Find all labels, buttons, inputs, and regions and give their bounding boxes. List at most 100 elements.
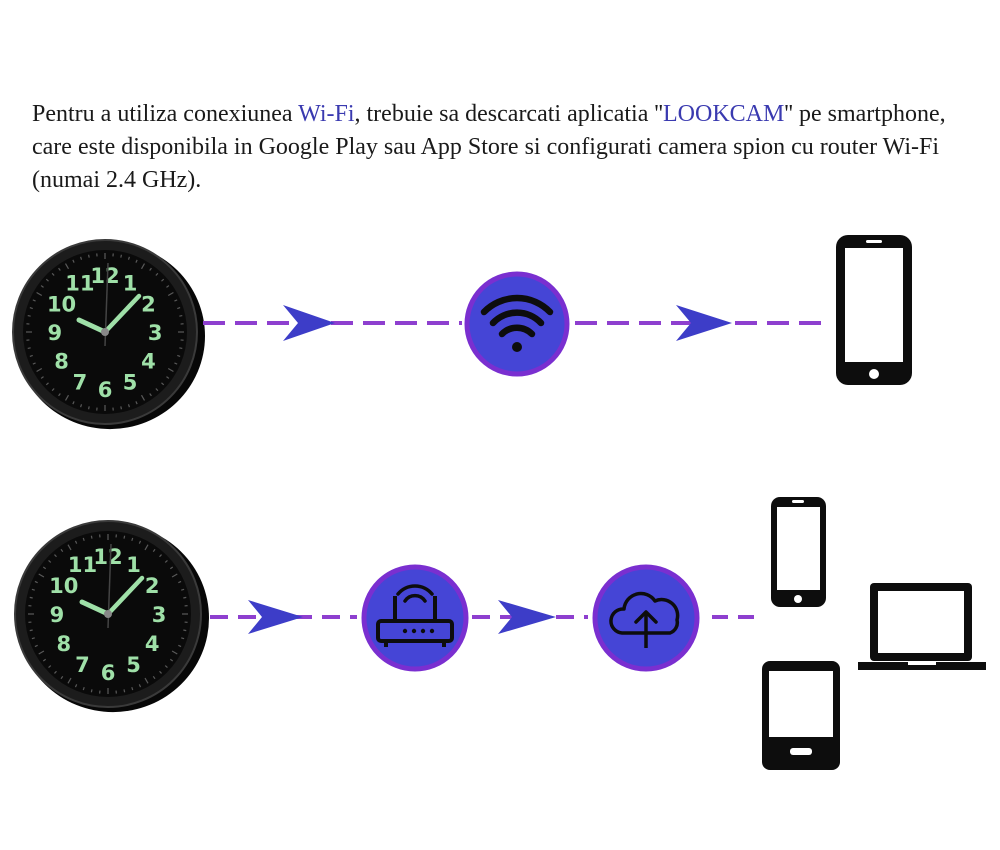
clock-numeral: 5 — [123, 370, 138, 394]
clock-tick — [60, 548, 64, 553]
clock-numeral: 10 — [47, 293, 76, 317]
cloud-upload-icon — [592, 564, 700, 672]
clock-tick — [138, 540, 142, 544]
clock-tick — [36, 291, 43, 297]
clock-numeral: 11 — [68, 553, 97, 577]
clock-tick — [34, 644, 38, 648]
clock-tick — [72, 401, 75, 405]
clock-tick — [45, 382, 49, 386]
clock-numeral: 8 — [56, 632, 71, 656]
clock-hour-hand — [79, 599, 111, 617]
clock-tick — [38, 573, 45, 578]
clock-tick — [159, 670, 162, 674]
clock-tick — [87, 254, 90, 258]
clock-tick — [177, 307, 181, 310]
dashed-arrow-3 — [210, 600, 357, 634]
clock-tick — [152, 548, 156, 553]
clock-numeral: 12 — [93, 545, 122, 569]
clock-tick — [40, 285, 44, 288]
intro-wifi-term: Wi-Fi — [298, 101, 355, 127]
clock-center-pin — [101, 328, 109, 336]
clock-tick — [123, 535, 126, 539]
clock-tick — [127, 404, 130, 408]
clock-tick — [174, 362, 178, 365]
clock-tick — [183, 596, 187, 599]
clock-numeral: 4 — [145, 632, 160, 656]
clock-numeral: 9 — [50, 603, 65, 627]
clock-tick — [169, 658, 174, 662]
clock-tick — [82, 687, 85, 691]
dashed-arrow-1 — [203, 305, 462, 341]
clock-tick — [178, 644, 182, 648]
clock-tick — [169, 566, 174, 570]
clock-numeral: 1 — [123, 272, 138, 296]
clock-numeral: 11 — [65, 272, 94, 296]
clock-tick — [155, 272, 159, 276]
clock-tick — [80, 404, 83, 408]
intro-text: Pentru a utiliza conexiunea Wi-Fi, trebu… — [32, 98, 972, 197]
clock-tick — [32, 362, 36, 365]
clock-tick — [58, 267, 61, 271]
clock-tick — [67, 677, 72, 684]
clock-tick — [74, 684, 78, 688]
clock-numeral: 6 — [101, 661, 116, 685]
clock-tick — [135, 401, 138, 405]
clock-tick — [34, 580, 38, 584]
clock-tick — [181, 637, 185, 640]
laptop-icon — [858, 583, 986, 670]
clock-tick — [87, 406, 90, 410]
clock-tick — [45, 278, 49, 282]
clock-tick — [90, 535, 93, 539]
clock-tick — [27, 314, 31, 317]
clock-tick — [135, 259, 138, 263]
clock-tick — [51, 388, 55, 392]
clock-tick — [155, 388, 159, 392]
clock-numeral: 4 — [141, 350, 156, 374]
clock-tick — [161, 278, 165, 282]
clock-tick — [178, 580, 182, 584]
router-icon — [361, 564, 469, 672]
smartphone-icon — [836, 235, 912, 385]
clock-tick — [149, 267, 152, 271]
clock-tick — [131, 687, 134, 691]
clock-tick — [144, 544, 149, 551]
clock-tick — [149, 393, 152, 397]
clock-numeral: 9 — [48, 321, 63, 345]
clock-tick — [140, 394, 146, 401]
clock-numeral: 8 — [54, 350, 69, 374]
clock-tick — [140, 263, 146, 270]
clock-tick — [164, 665, 168, 668]
clock-numeral: 3 — [152, 603, 167, 627]
clock-tick — [167, 291, 174, 297]
clock-tick — [161, 382, 165, 386]
clock-tick — [90, 689, 93, 693]
clock-tick — [152, 675, 156, 680]
clock-tick — [48, 665, 52, 668]
clock-tick — [159, 554, 162, 558]
clock-tick — [166, 285, 170, 288]
clock-numeral: 5 — [126, 653, 141, 677]
clock-tick — [164, 560, 168, 563]
intro-part1: Pentru a utiliza conexiunea — [32, 101, 299, 127]
wifi-icon — [464, 271, 570, 377]
clock-tick — [131, 537, 134, 541]
clock-tick — [67, 544, 72, 551]
clock-numeral: 2 — [141, 293, 156, 317]
intro-part2: , trebuie sa descarcati aplicatia '' — [354, 101, 663, 127]
clock-tick — [31, 588, 35, 591]
clock-hour-hand — [76, 317, 108, 335]
clock-tick — [32, 299, 36, 302]
intro-part3: '' pe smartphone, care este disponibila … — [32, 101, 946, 193]
clock-numeral: 3 — [148, 321, 163, 345]
clock-tick — [64, 394, 70, 401]
clock-numeral: 6 — [98, 378, 113, 402]
clock-tick — [174, 299, 178, 302]
clock-tick — [38, 650, 45, 655]
clock-tick — [80, 256, 83, 260]
clock-tick — [29, 354, 33, 357]
clock-center-pin — [104, 610, 112, 618]
clock-tick — [179, 314, 183, 317]
